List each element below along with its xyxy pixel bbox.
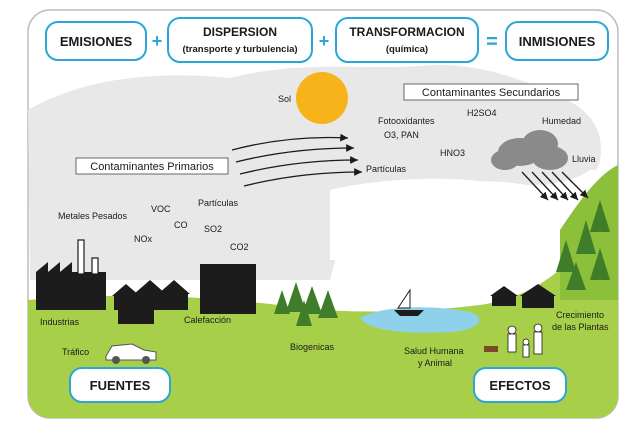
rain-cloud-icon [491, 130, 568, 170]
smog-cloud [28, 64, 601, 280]
co-label: CO [174, 220, 188, 230]
co2-label: CO2 [230, 242, 249, 252]
houses-icon [112, 280, 190, 324]
equation-bar: EMISIONES + DISPERSION (transporte y tur… [45, 17, 609, 63]
transport-arrows [231, 133, 363, 187]
transformacion-title: TRANSFORMACION [349, 25, 464, 39]
lake [360, 307, 480, 333]
apartment-building-icon [200, 264, 256, 314]
effect-houses-icon [490, 284, 556, 308]
fuentes-pill [69, 367, 171, 403]
nox-label: NOx [134, 234, 153, 244]
voc-label: VOC [151, 204, 171, 214]
fotooxidantes-label: Fotooxidantes [378, 116, 435, 126]
hno3-label: HNO3 [440, 148, 465, 158]
growing-trees-icon [556, 200, 610, 290]
people-and-dog-icon [484, 323, 543, 358]
inmisiones-pill [505, 21, 609, 61]
plus-sign-1: + [152, 31, 163, 51]
grass-ground [28, 200, 618, 418]
trafico-label: Tráfico [62, 347, 89, 357]
efectos-pill [473, 367, 567, 403]
industrias-label: Industrias [40, 317, 80, 327]
lluvia-label: Lluvia [572, 154, 596, 164]
efectos-label: EFECTOS [489, 378, 550, 393]
contaminantes-primarios-label: Contaminantes Primarios [90, 161, 214, 173]
so2-label: SO2 [204, 224, 222, 234]
humedad-label: Humedad [542, 116, 581, 126]
emisiones-label: EMISIONES [60, 34, 133, 49]
sun-icon [296, 72, 348, 124]
biogenicas-label: Biogenicas [290, 342, 335, 352]
contaminantes-secundarios-label: Contaminantes Secundarios [422, 87, 561, 99]
metales-pesados-label: Metales Pesados [58, 211, 128, 221]
crecimiento-label: Crecimiento [556, 310, 604, 320]
sailboat-icon [394, 288, 424, 316]
salud-humana-label: Salud Humana [404, 346, 464, 356]
transformacion-pill [335, 17, 479, 63]
trees-icon [274, 282, 338, 326]
plus-sign-2: + [319, 31, 330, 51]
sol-label: Sol [278, 94, 291, 104]
transformacion-subtitle: (química) [386, 44, 428, 55]
dispersion-title: DISPERSION [203, 25, 277, 39]
de-las-plantas-label: de las Plantas [552, 322, 609, 332]
dispersion-pill [167, 17, 313, 63]
inmisiones-label: INMISIONES [519, 34, 596, 49]
rain-arrows [521, 171, 589, 201]
y-animal-label: y Animal [418, 358, 452, 368]
particulas-primarias-label: Partículas [198, 198, 239, 208]
dispersion-subtitle: (transporte y turbulencia) [182, 44, 297, 55]
fuentes-label: FUENTES [90, 378, 151, 393]
equals-sign: = [486, 31, 498, 53]
particulas-secundarias-label: Partículas [366, 164, 407, 174]
h2so4-label: H2SO4 [467, 108, 497, 118]
emisiones-pill [45, 21, 147, 61]
primary-pollutants-box [75, 157, 229, 175]
calefaccion-label: Calefacción [184, 315, 231, 325]
car-icon [105, 343, 157, 364]
secondary-pollutants-box [403, 83, 579, 101]
clear-sky-patch [330, 170, 600, 260]
factory-icon [36, 239, 106, 310]
o3-pan-label: O3, PAN [384, 130, 419, 140]
